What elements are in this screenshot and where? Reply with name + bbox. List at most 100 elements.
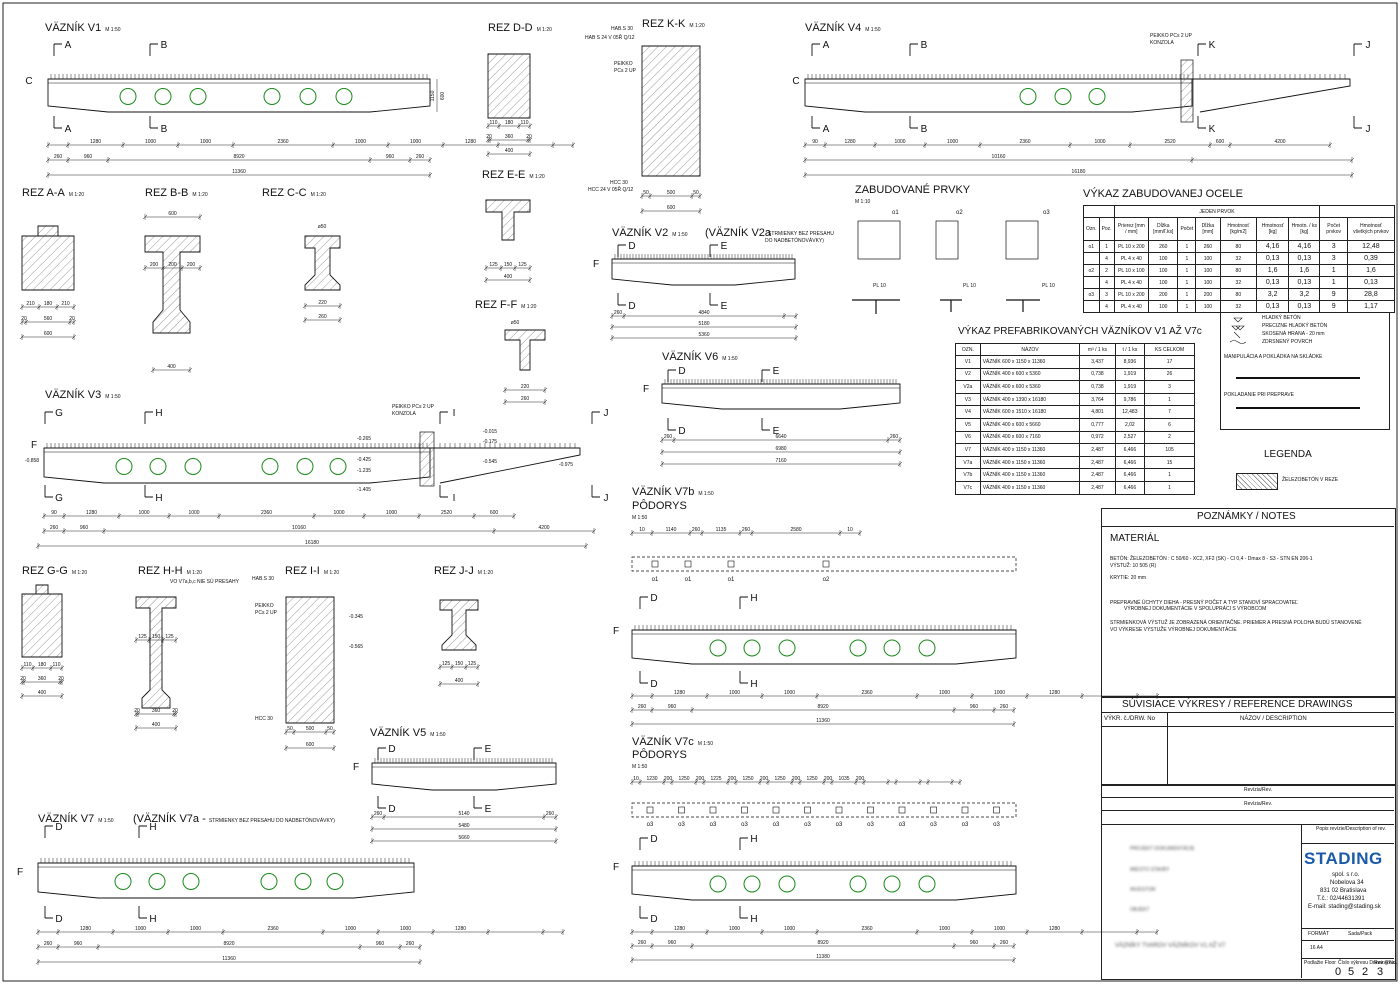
embedded-plate-label: o1 xyxy=(685,577,692,583)
dimension-tick xyxy=(629,530,635,536)
web-opening xyxy=(918,875,936,893)
table-cell: 0,13 xyxy=(1256,300,1290,313)
section-bb-shape xyxy=(144,235,201,334)
dimension-label: 1000 xyxy=(400,926,411,932)
section-cut-label: H xyxy=(750,679,757,690)
dimension-tick xyxy=(637,779,643,785)
v3-konzola-note1: PEIKKO PCs 2 UP xyxy=(392,404,434,410)
dimension-tick xyxy=(45,142,51,148)
embedded-plate-o1-section xyxy=(852,299,900,314)
dimension-tick xyxy=(65,142,71,148)
dimension-tick xyxy=(357,944,363,950)
dimension-label: 5140 xyxy=(458,811,469,817)
dimension-tick xyxy=(1079,929,1085,935)
dimension-label: 1000 xyxy=(784,926,795,932)
table-cell: 0,39 xyxy=(1346,252,1396,265)
dimension-tick xyxy=(55,944,61,950)
company-city: 831 02 Bratislava xyxy=(1320,888,1367,894)
dimension-label: 1250 xyxy=(742,776,753,782)
section-cut-label: F xyxy=(31,440,37,451)
table-cell: 9,786 xyxy=(1114,392,1146,407)
note-line-3: KRYTIE: 20 mm xyxy=(1110,575,1147,581)
dimension-tick xyxy=(1154,929,1160,935)
web-opening xyxy=(1088,88,1106,105)
table-cell: 100 xyxy=(1195,252,1221,265)
table-cell: 100 xyxy=(1148,264,1179,277)
embedded-plate xyxy=(993,806,1000,814)
section-cut-label: J xyxy=(1366,40,1371,51)
steel-header-cell: Hmotnosť [kg/m2] xyxy=(1219,217,1258,241)
dimension-tick xyxy=(957,779,963,785)
dimension-tick xyxy=(991,707,997,713)
dimension-tick xyxy=(475,664,481,670)
section-cut-label: A xyxy=(823,124,830,135)
dimension-label: 5660 xyxy=(458,835,469,841)
beam-outline xyxy=(631,865,1017,901)
table-cell: 8,936 xyxy=(1114,355,1146,369)
dimension-label: 1000 xyxy=(188,510,199,516)
dimension-tick xyxy=(1207,142,1213,148)
table-cell: 2,02 xyxy=(1114,417,1146,432)
dimension-tick xyxy=(821,779,827,785)
dimension-tick xyxy=(23,319,29,325)
dimension-label: 400 xyxy=(505,148,514,154)
dimension-label: 260 xyxy=(406,941,415,947)
dimension-tick xyxy=(659,449,665,455)
table-cell: 0,13 xyxy=(1256,252,1290,265)
section-cut-mark xyxy=(439,411,448,498)
dimension-label: 10 xyxy=(639,527,645,533)
dimension-label: 260 xyxy=(692,527,701,533)
dimension-tick xyxy=(749,530,755,536)
drawing-number-digit-4: 3 xyxy=(1377,966,1384,978)
dimension-tick xyxy=(427,157,433,163)
section-cut-mark xyxy=(909,43,918,129)
embedded-pl-3: PL 10 xyxy=(1042,283,1055,289)
section-cut-label: H xyxy=(155,493,162,504)
section-cut-mark xyxy=(709,244,718,306)
dimension-tick xyxy=(21,679,27,685)
dimension-label: 4200 xyxy=(538,525,549,531)
dimension-label: 180 xyxy=(505,120,514,126)
dimension-label: 110 xyxy=(24,662,32,668)
table-cell: 80 xyxy=(1219,240,1258,253)
dimension-tick xyxy=(498,265,504,271)
dimension-label: 11380 xyxy=(816,954,830,960)
dimension-tick xyxy=(331,745,337,751)
sec-ii-note3: PCs 2 UP xyxy=(255,610,277,616)
dimension-tick xyxy=(885,779,891,785)
dimension-tick xyxy=(291,729,297,735)
dimension-label: 125 xyxy=(468,661,477,667)
table-cell: V6 xyxy=(955,430,981,445)
section-cut-label: J xyxy=(604,408,609,419)
dimension-label: 960 xyxy=(376,941,385,947)
dimension-label: 5360 xyxy=(698,332,709,338)
dimension-tick xyxy=(216,513,222,519)
table-cell: 1 xyxy=(1319,276,1348,289)
sec-kk-note5: HCC 30 xyxy=(610,180,628,186)
section-cut-mark xyxy=(617,244,626,306)
dimension-tick xyxy=(1327,142,1333,148)
dimension-label: 20 xyxy=(69,316,75,322)
embedded-plate xyxy=(898,806,906,814)
dimension-tick xyxy=(120,142,126,148)
dimension-tick xyxy=(475,681,481,687)
dimension-tick xyxy=(463,664,469,670)
dimension-label: 1000 xyxy=(200,139,211,145)
dimension-label: 260 xyxy=(374,811,383,817)
dimension-tick xyxy=(133,725,139,731)
dimension-label: 4200 xyxy=(1274,139,1285,145)
table-cell: 9 xyxy=(1319,300,1348,313)
beam-v5 xyxy=(371,762,557,791)
beam-v7 xyxy=(37,862,415,899)
prefab-schedule-title: VÝKAZ PREFABRIKOVANÝCH VÄZNÍKOV V1 AŽ V7… xyxy=(958,326,1202,337)
dimension-tick xyxy=(133,637,139,643)
dimension-label: 50 xyxy=(327,726,333,732)
dimension-tick xyxy=(1349,157,1355,163)
section-aa-shape xyxy=(21,225,75,291)
dimension-tick xyxy=(553,826,559,832)
dimension-label: 260 xyxy=(416,154,425,160)
dimension-label: 20 xyxy=(526,134,532,140)
